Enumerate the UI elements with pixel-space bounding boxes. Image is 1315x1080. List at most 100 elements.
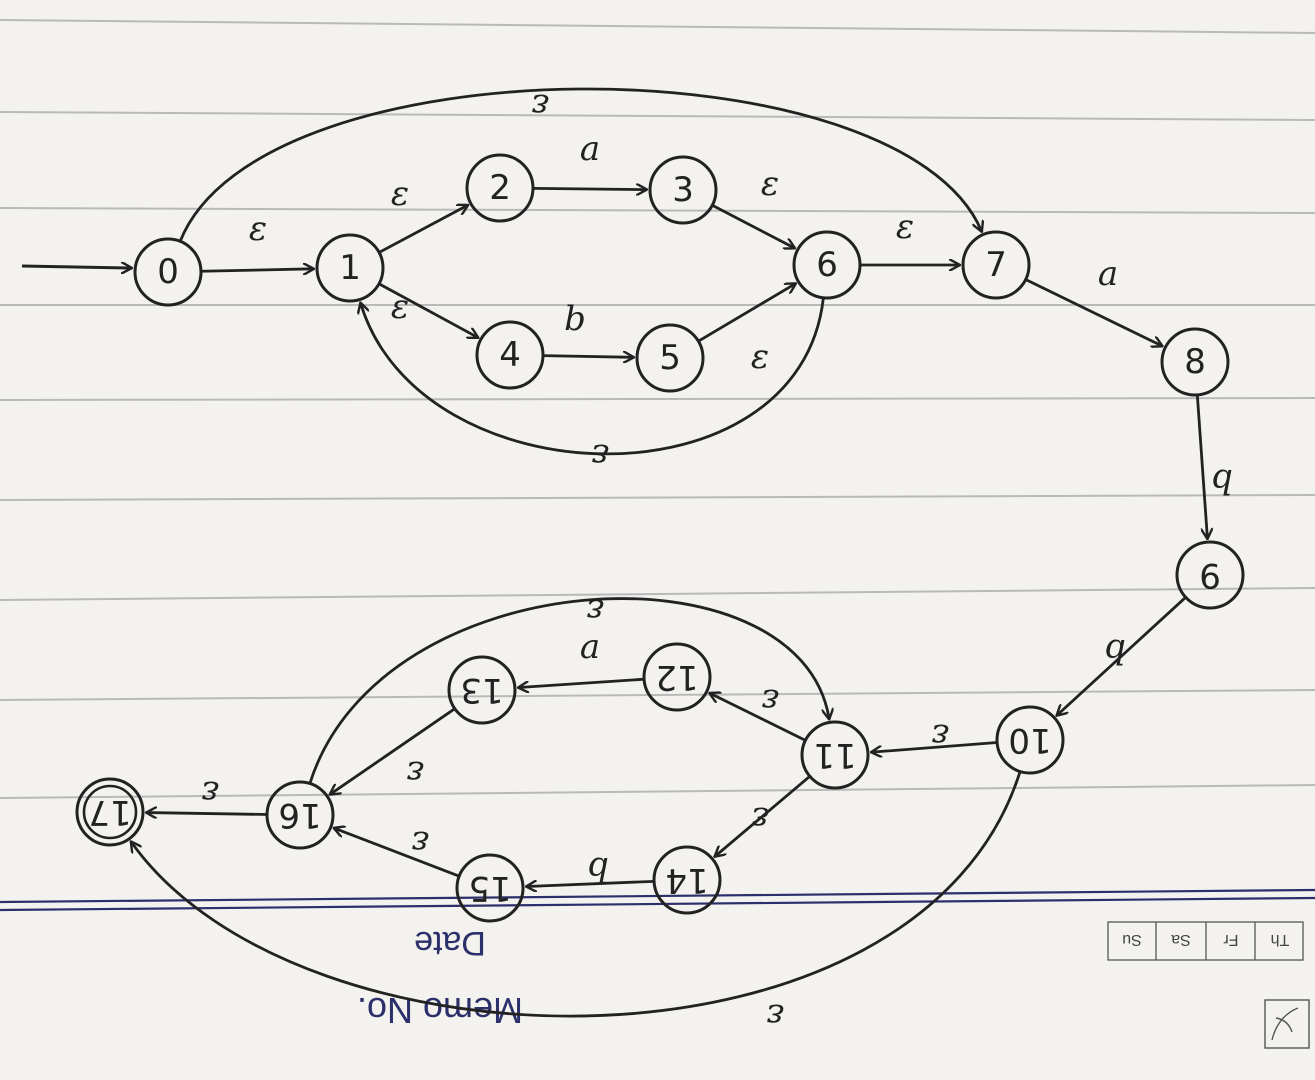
- state-circle: [1160, 327, 1230, 397]
- transition-label-9-10: b: [1104, 631, 1126, 671]
- transition-label-16-11: ε: [586, 591, 604, 631]
- state-8: 8: [1160, 327, 1230, 397]
- state-12: 12: [642, 642, 712, 712]
- state-label: 7: [985, 245, 1007, 285]
- state-circle: [75, 777, 145, 847]
- state-label: 6: [816, 245, 838, 285]
- state-9: 9: [1175, 540, 1245, 610]
- transition-label-15-16: ε: [411, 823, 429, 863]
- transition-label-13-16: ε: [406, 753, 424, 793]
- state-circle: [455, 853, 525, 923]
- transition-label-11-14: ε: [751, 799, 769, 839]
- weekday-fr: Fr: [1223, 931, 1239, 948]
- transition-label-6-7: ε: [896, 207, 914, 247]
- state-circle: [648, 155, 718, 225]
- start-arrow: [21, 266, 131, 268]
- transition-8-9: [1195, 393, 1207, 538]
- transition-label-10-11: ε: [931, 716, 949, 756]
- transition-label-4-5: b: [564, 299, 586, 339]
- state-circle: [800, 720, 870, 790]
- state-label: 0: [157, 252, 179, 292]
- transition-label-0-1: ε: [249, 209, 267, 249]
- state-label: 16: [278, 795, 321, 835]
- transition-label-3-6: ε: [761, 164, 779, 204]
- transition-0-7: [178, 87, 981, 243]
- transition-10-11: [872, 741, 999, 753]
- transition-2-3: [531, 188, 646, 189]
- transition-label-5-6: ε: [751, 337, 769, 377]
- weekday-th: Th: [1271, 931, 1290, 948]
- state-label: 14: [665, 860, 708, 900]
- state-label: 2: [489, 168, 511, 208]
- state-1: 1: [315, 233, 385, 303]
- transition-3-6: [710, 203, 794, 248]
- transition-label-7-8: a: [1098, 254, 1118, 294]
- state-2: 2: [465, 153, 535, 223]
- state-label: 15: [468, 868, 511, 908]
- state-circle: [133, 237, 203, 307]
- state-6: 6: [792, 230, 862, 300]
- state-11: 11: [800, 720, 870, 790]
- state-16: 16: [265, 780, 335, 850]
- state-7: 7: [961, 230, 1031, 300]
- transition-label-2-3: a: [580, 129, 600, 169]
- weekday-sa: Sa: [1171, 931, 1191, 948]
- state-label: 1: [339, 248, 361, 288]
- state-label: 11: [813, 735, 856, 775]
- transition-9-10: [1057, 595, 1188, 715]
- transition-12-13: [519, 677, 646, 687]
- transition-5-6: [696, 284, 795, 343]
- weekday-boxes: [1107, 921, 1304, 961]
- transition-13-16: [330, 707, 457, 794]
- transition-1-2: [377, 205, 467, 254]
- state-3: 3: [648, 155, 718, 225]
- transition-label-1-2: ε: [391, 174, 409, 214]
- state-circle: [475, 320, 545, 390]
- state-5: 5: [635, 323, 705, 393]
- weekday-su: Su: [1122, 931, 1142, 948]
- transition-4-5: [541, 356, 633, 358]
- state-13: 13: [447, 655, 517, 725]
- state-circle: [1175, 540, 1245, 610]
- transition-arrows: [21, 87, 1207, 1018]
- state-circle: [961, 230, 1031, 300]
- state-label: 9: [1199, 555, 1221, 595]
- state-17: 17: [75, 777, 145, 847]
- state-label: 4: [499, 335, 521, 375]
- state-circle: [652, 845, 722, 915]
- accepting-inner-circle: [82, 784, 138, 840]
- transition-label-12-13: a: [580, 627, 600, 667]
- transition-label-6-1: ε: [591, 436, 609, 476]
- transition-10-17: [131, 770, 1022, 1018]
- state-circle: [792, 230, 862, 300]
- transition-label-0-7: ε: [531, 86, 549, 126]
- transition-label-1-4: ε: [391, 287, 409, 327]
- ruled-lines: [0, 19, 1315, 799]
- state-15: 15: [455, 853, 525, 923]
- state-circle: [465, 153, 535, 223]
- state-label: 10: [1008, 720, 1051, 760]
- transition-1-4: [377, 282, 478, 338]
- transition-16-11: [308, 597, 829, 785]
- state-circle: [995, 705, 1065, 775]
- state-label: 13: [460, 670, 503, 710]
- transition-11-14: [715, 774, 812, 856]
- state-label: 12: [655, 657, 698, 697]
- state-label: 3: [672, 170, 694, 210]
- state-circle: [315, 233, 385, 303]
- transition-11-12: [710, 693, 807, 742]
- transition-label-16-17: ε: [201, 773, 219, 813]
- state-10: 10: [995, 705, 1065, 775]
- state-label: 5: [659, 338, 681, 378]
- state-circle: [447, 655, 517, 725]
- state-circle: [265, 780, 335, 850]
- transition-0-1: [199, 269, 313, 271]
- memo-number-label: Memo No.: [357, 990, 523, 1031]
- stamp-icon: [1264, 999, 1310, 1049]
- state-4: 4: [475, 320, 545, 390]
- transition-15-16: [335, 828, 461, 878]
